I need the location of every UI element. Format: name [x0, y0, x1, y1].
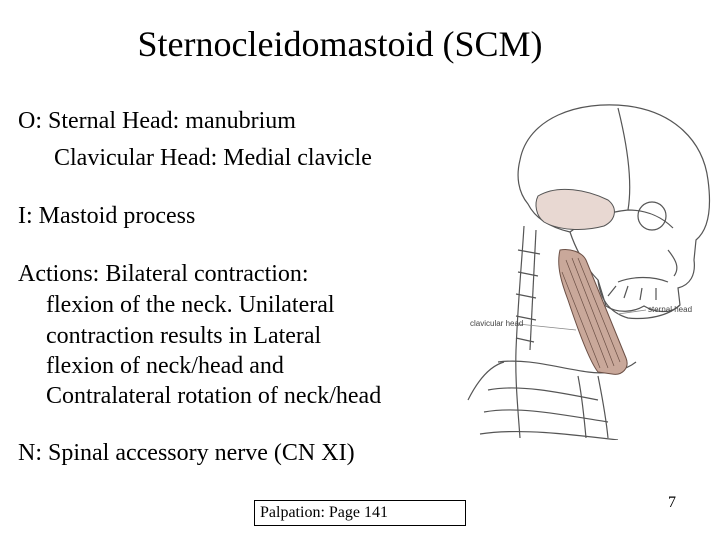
origin-line-2: Clavicular Head: Medial clavicle: [54, 145, 372, 171]
insertion-line: I: Mastoid process: [18, 203, 196, 229]
actions-line-2: flexion of the neck. Unilateral: [46, 292, 335, 318]
scm-anatomy-illustration: clavicular head sternal head: [467, 104, 711, 440]
actions-line-5: Contralateral rotation of neck/head: [46, 383, 382, 409]
mastoid-highlight: [535, 188, 615, 230]
skull-outline: [517, 104, 711, 313]
nerve-line: N: Spinal accessory nerve (CN XI): [18, 440, 355, 466]
page-number: 7: [668, 494, 676, 511]
actions-line-1: Actions: Bilateral contraction:: [18, 261, 309, 287]
actions-line-3: contraction results in Lateral: [46, 323, 322, 349]
clavicular-head-label: clavicular head: [470, 319, 523, 328]
sternal-head-label: sternal head: [648, 305, 692, 314]
slide-title: Sternocleidomastoid (SCM): [137, 24, 543, 64]
origin-line-1: O: Sternal Head: manubrium: [18, 108, 296, 134]
actions-line-4: flexion of neck/head and: [46, 353, 284, 379]
palpation-box: Palpation: Page 141: [254, 500, 466, 526]
